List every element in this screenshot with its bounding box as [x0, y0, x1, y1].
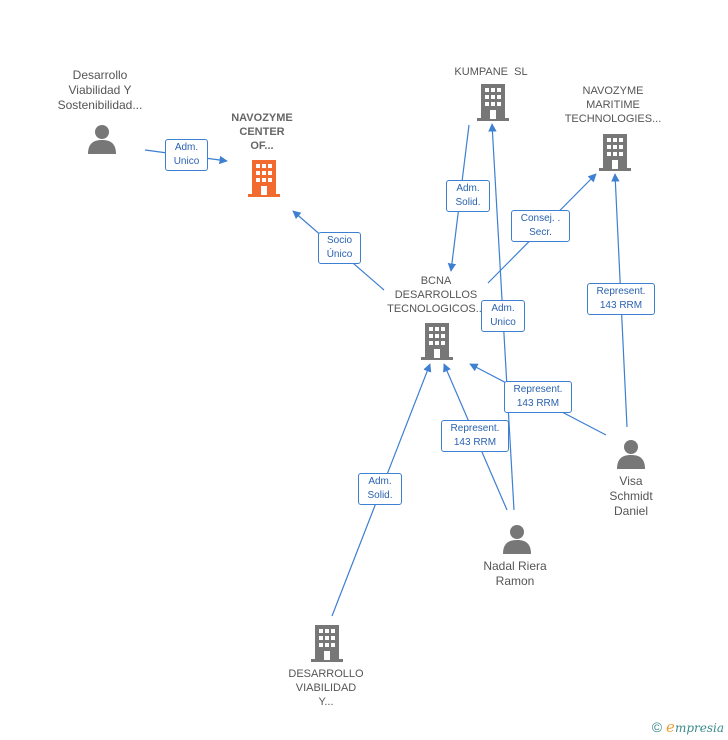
node-label-desarrollo-viabilidad[interactable]: DESARROLLO VIABILIDAD Y...: [288, 668, 364, 708]
edge-lines: [144, 123, 628, 617]
edge-label-consej-secr[interactable]: Consej. . Secr.: [511, 210, 570, 242]
copyright-symbol: ©: [651, 719, 663, 735]
brand-logo: empresia: [666, 718, 724, 736]
brand-initial: e: [666, 718, 675, 736]
building-icon[interactable]: [477, 84, 509, 122]
edge-label-represent-nadal-bcna[interactable]: Represent. 143 RRM: [441, 420, 509, 452]
person-icon[interactable]: [615, 438, 647, 470]
footer-brand: ©empresia: [652, 718, 724, 736]
building-icon-highlight[interactable]: [248, 160, 280, 198]
building-icon[interactable]: [311, 625, 343, 663]
node-label-nadal[interactable]: Nadal Riera Ramon: [483, 559, 547, 588]
edge-label-adm-solid-desarrollo[interactable]: Adm. Solid.: [358, 473, 402, 505]
node-label-kumpane[interactable]: KUMPANE SL: [454, 66, 528, 78]
person-icon[interactable]: [501, 523, 533, 555]
building-icon[interactable]: [599, 134, 631, 172]
node-label-desarrollo-persona[interactable]: Desarrollo Viabilidad Y Sostenibilidad..…: [57, 68, 143, 112]
edge-label-represent-visa-bcna[interactable]: Represent. 143 RRM: [504, 381, 572, 413]
edge-label-socio-unico[interactable]: Socio Único: [318, 232, 361, 264]
node-label-navozyme-center[interactable]: NAVOZYME CENTER OF...: [231, 112, 293, 152]
node-label-visa[interactable]: Visa Schmidt Daniel: [609, 474, 653, 518]
node-label-navozyme-maritime[interactable]: NAVOZYME MARITIME TECHNOLOGIES...: [564, 85, 662, 125]
edge-label-adm-unico-navozyme-center[interactable]: Adm. Unico: [165, 139, 208, 171]
person-icon[interactable]: [86, 123, 118, 155]
brand-name: mpresia: [674, 721, 724, 735]
node-label-bcna[interactable]: BCNA DESARROLLOS TECNOLOGICOS...: [387, 275, 485, 315]
building-icon[interactable]: [421, 323, 453, 361]
edge-label-adm-solid-kumpane[interactable]: Adm. Solid.: [446, 180, 490, 212]
edge-label-represent-navozyme-maritime[interactable]: Represent. 143 RRM: [587, 283, 655, 315]
edge-label-adm-unico-kumpane[interactable]: Adm. Unico: [481, 300, 525, 332]
